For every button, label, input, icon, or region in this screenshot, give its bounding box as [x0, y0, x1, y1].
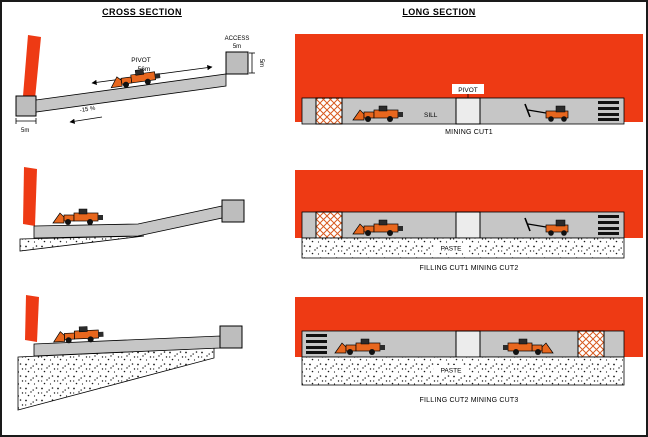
portal-square	[15, 95, 37, 117]
pivot-label-box	[452, 84, 484, 94]
paste-fill-wedge	[17, 347, 215, 411]
access-square	[219, 325, 243, 349]
pivot-square	[455, 330, 481, 358]
cross-section-1-panel: ACCESS 5m 5m PIVOT 56m -15 % 5m	[15, 35, 264, 134]
access-height-dim-label: 5m	[258, 59, 264, 67]
paste-label-box	[434, 243, 468, 252]
loader-icon	[52, 208, 104, 226]
backfill-hatch-square	[315, 97, 343, 125]
sill-label: SILL	[424, 112, 438, 119]
ore-raise	[23, 35, 41, 99]
access-dim-label: 5m	[233, 44, 241, 50]
ore-raise	[23, 167, 37, 226]
portal-dim-label: 5m	[21, 128, 29, 134]
cross-section-3-panel	[17, 295, 243, 411]
paste-label: PASTE	[441, 246, 462, 253]
paste-label-box	[434, 365, 468, 374]
pivot-label: PIVOT	[131, 57, 151, 64]
access-square	[225, 51, 249, 75]
slope-label: -15 %	[79, 106, 96, 114]
caption: FILLING CUT2 MINING CUT3	[420, 397, 519, 404]
pivot-label: PIVOT	[458, 87, 478, 94]
long-section-3-panel: PASTE FILLING CUT2 MINING CUT3	[295, 297, 643, 404]
access-label: ACCESS	[225, 36, 250, 42]
paste-fill-wedge	[19, 235, 145, 252]
access-square	[221, 199, 245, 223]
pivot-square	[455, 211, 481, 239]
ore-raise	[25, 295, 39, 342]
cross-section-header: CROSS SECTION	[102, 7, 182, 17]
backfill-hatch-square	[315, 211, 343, 239]
long-section-2-panel: PASTE FILLING CUT1 MINING CUT2	[295, 170, 643, 272]
paste-label: PASTE	[441, 368, 462, 375]
slope-arrow	[69, 116, 103, 124]
cross-section-2-panel	[19, 167, 245, 252]
long-section-1-panel: SILL PIVOT MINING CUT1	[295, 34, 643, 136]
caption: MINING CUT1	[445, 129, 493, 136]
caption: FILLING CUT1 MINING CUT2	[420, 265, 519, 272]
backfill-hatch-square	[577, 330, 605, 358]
long-section-header: LONG SECTION	[402, 7, 476, 17]
pivot-square	[455, 97, 481, 125]
